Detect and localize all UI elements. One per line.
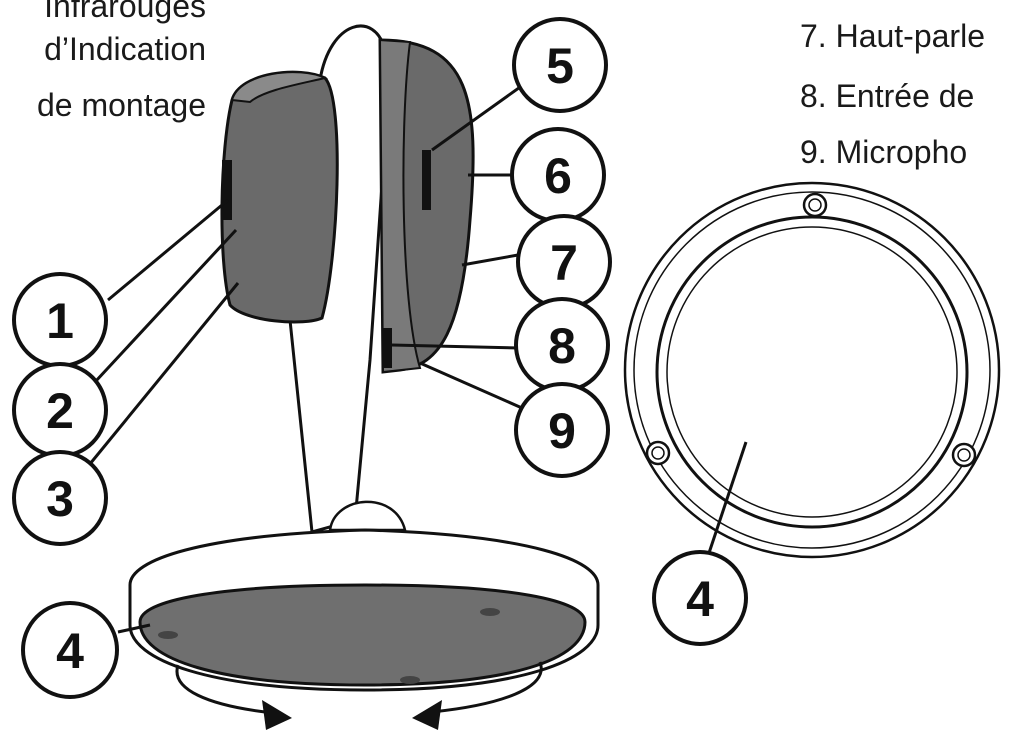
legend-right-item-9: 9. Micropho xyxy=(800,134,968,170)
legend-left-line-infrared: Infrarouges xyxy=(44,0,206,24)
camera-rear-shell xyxy=(378,38,475,374)
arrow-head-left-icon xyxy=(412,700,442,730)
callout-4-ring: 4 xyxy=(652,550,748,646)
legend-right-item-7: 7. Haut-parle xyxy=(800,18,985,54)
screw-hole xyxy=(802,192,828,218)
arrow-head-right-icon xyxy=(262,700,292,730)
svg-text:6: 6 xyxy=(544,148,572,204)
callout-3: 3 xyxy=(12,450,108,546)
callout-8: 8 xyxy=(514,297,610,393)
legend-left-line-indication: d’Indication xyxy=(44,31,206,67)
svg-text:8: 8 xyxy=(548,318,576,374)
button-slot xyxy=(422,150,431,210)
callout-4-base: 4 xyxy=(21,601,119,699)
leader-lines xyxy=(83,78,748,634)
svg-text:3: 3 xyxy=(46,471,74,527)
callout-7: 7 xyxy=(516,214,612,310)
callout-2: 2 xyxy=(12,362,108,458)
svg-text:9: 9 xyxy=(548,403,576,459)
mounting-ring xyxy=(623,181,1001,559)
camera-base xyxy=(128,528,600,692)
callout-5: 5 xyxy=(512,17,608,113)
legend-left-line-mounting: de montage xyxy=(36,87,206,123)
svg-text:4: 4 xyxy=(686,571,714,627)
svg-text:2: 2 xyxy=(46,383,74,439)
svg-text:1: 1 xyxy=(46,293,74,349)
screw-hole xyxy=(951,442,977,468)
legend-right-item-8: 8. Entrée de xyxy=(800,78,975,114)
port-slot xyxy=(383,328,392,368)
svg-text:5: 5 xyxy=(546,38,574,94)
svg-text:4: 4 xyxy=(56,623,84,679)
rotation-arrows xyxy=(175,661,543,714)
screw-hole xyxy=(645,440,671,466)
lens-sensor-strip xyxy=(222,160,232,220)
camera-front-disc xyxy=(220,70,339,324)
callout-9: 9 xyxy=(514,382,610,478)
callout-1: 1 xyxy=(12,272,108,368)
callout-6: 6 xyxy=(510,127,606,223)
svg-text:7: 7 xyxy=(550,235,578,291)
